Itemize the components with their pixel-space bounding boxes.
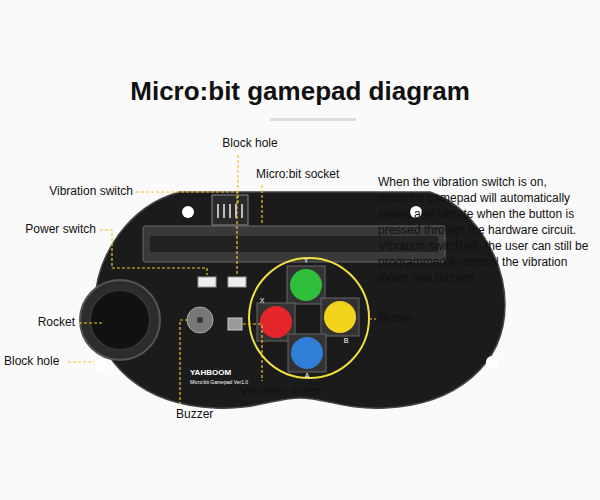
block-hole [486,356,498,368]
power-switch [198,277,216,287]
connector-pins [218,204,242,218]
part-label: Vibration switch [49,185,133,197]
part-label: Vibration motor [240,385,321,397]
part-label: Block hole [222,137,277,149]
buzzer-hole [197,317,203,323]
version-marking: Micro:bit Gamepad Ver1.0 [190,380,248,385]
part-label: Buzzer [176,408,213,420]
title-rule [270,118,356,121]
part-label: Power switch [25,223,96,235]
vibration-switch [228,277,246,287]
board-marking: A [305,372,310,379]
brand-marking: YAHBOOM [190,369,231,377]
joystick-base [80,280,160,360]
joystick-cap [90,290,150,350]
vibration-motor [228,318,242,330]
board-marking: Y [304,257,309,264]
board-marking: B [344,337,349,344]
buzzer [187,307,213,333]
block-hole [182,206,194,218]
description-note: When the vibration switch is on, micro:b… [378,174,592,286]
top-connector [212,195,248,225]
part-label: Block hole [4,355,59,367]
part-label: Micro:bit socket [256,168,339,180]
page-title: Micro:bit gamepad diagram [130,76,470,107]
button-highlight [249,258,369,378]
buttons [257,266,359,372]
part-label: Button [379,312,414,324]
block-hole [96,360,108,372]
board-marking: X [260,297,265,304]
part-label: Rocket [38,316,75,328]
